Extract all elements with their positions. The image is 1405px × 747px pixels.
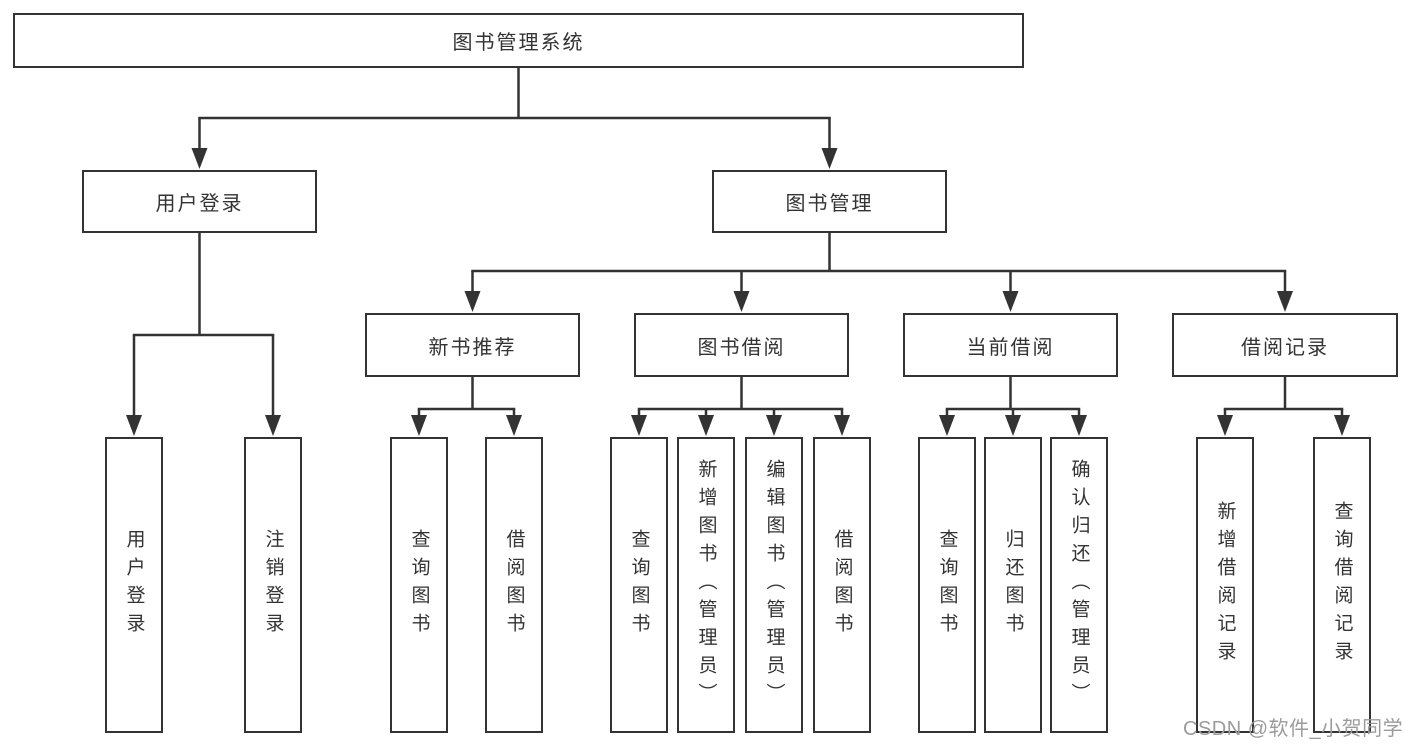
node-leaf-query-books-current: 查询图书 xyxy=(918,437,976,733)
node-leaf-query-borrow-record: 查询借阅记录 xyxy=(1313,437,1371,733)
node-current-borrowing: 当前借阅 xyxy=(903,313,1118,377)
node-new-book-recommendation: 新书推荐 xyxy=(365,313,580,377)
node-leaf-confirm-return-admin: 确认归还（管理员） xyxy=(1050,437,1108,733)
node-leaf-logout: 注销登录 xyxy=(244,437,302,733)
csdn-watermark: CSDN @软件_小贺同学 xyxy=(1183,718,1404,740)
node-borrowing-records: 借阅记录 xyxy=(1172,313,1398,377)
node-leaf-query-books-borrowing: 查询图书 xyxy=(610,437,668,733)
node-leaf-borrow-books: 借阅图书 xyxy=(813,437,871,733)
node-leaf-add-borrow-record: 新增借阅记录 xyxy=(1196,437,1254,733)
node-leaf-borrow-books-recommend: 借阅图书 xyxy=(485,437,543,733)
node-leaf-return-books: 归还图书 xyxy=(984,437,1042,733)
node-leaf-add-book-admin: 新增图书（管理员） xyxy=(677,437,735,733)
node-library-management-system: 图书管理系统 xyxy=(13,13,1024,68)
node-book-borrowing: 图书借阅 xyxy=(634,313,849,377)
node-leaf-edit-book-admin: 编辑图书（管理员） xyxy=(745,437,803,733)
node-user-login: 用户登录 xyxy=(82,170,317,233)
node-leaf-query-books-recommend: 查询图书 xyxy=(390,437,448,733)
node-leaf-user-login: 用户登录 xyxy=(105,437,163,733)
node-book-management: 图书管理 xyxy=(712,170,947,233)
